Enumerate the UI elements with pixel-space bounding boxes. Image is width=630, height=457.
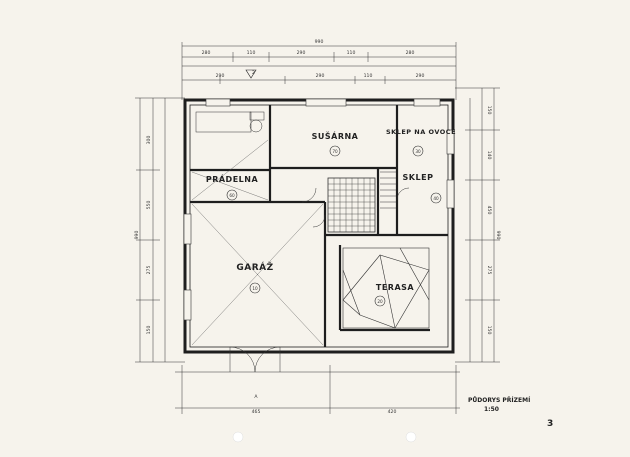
dim-top-5: 280 (406, 50, 415, 56)
left-dimension-lines (135, 97, 185, 363)
dim-right-5: 150 (486, 326, 492, 335)
top-dimension-lines (181, 42, 457, 100)
section-marker-label: A (254, 394, 258, 400)
room-label-susarna: SUŠÁRNA (312, 130, 359, 141)
dim-left-1: 300 (146, 136, 152, 145)
dim-top-total: 990 (315, 39, 324, 45)
dim-top2-4: 290 (416, 73, 425, 79)
dim-right-3: 450 (486, 206, 492, 215)
sheet-number: 3 (547, 419, 553, 429)
drawing-title: PŮDORYS PŘÍZEMÍ (468, 396, 531, 404)
room-number-circles (226, 145, 442, 307)
room-number-garaz: 10 (252, 286, 258, 291)
dim-right-1: 150 (486, 106, 492, 115)
dim-left-2: 550 (146, 201, 152, 210)
dim-right-total: 990 (495, 231, 501, 240)
dim-bottom-1: 465 (252, 409, 261, 415)
dim-right-4: 275 (486, 266, 492, 275)
right-dimension-lines (455, 87, 500, 363)
north-marker-label: 2 (252, 70, 255, 76)
punch-hole-left (232, 431, 244, 443)
dim-left-total: 990 (134, 231, 140, 240)
room-number-susarna: 70 (332, 149, 338, 154)
room-label-garaz: GARÁŽ (236, 261, 273, 273)
drawing-scale: 1:50 (484, 406, 499, 413)
outside-stairs (380, 171, 396, 209)
garage-diagonals (191, 203, 324, 346)
room-number-pradelna: 60 (229, 193, 235, 198)
room-number-terasa: 20 (377, 299, 383, 304)
room-label-sklep: SKLEP (403, 173, 434, 182)
doors (229, 187, 410, 373)
punch-hole-right (405, 431, 417, 443)
room-number-sklep-na-ovoce: 30 (415, 149, 421, 154)
room-number-sklep: 40 (433, 196, 439, 201)
interior-walls (190, 105, 448, 347)
laundry-fixtures (195, 111, 265, 133)
dim-top2-1: 290 (216, 73, 225, 79)
dim-top-1: 280 (202, 50, 211, 56)
windows (183, 98, 455, 321)
dim-top-4: 110 (347, 50, 356, 56)
dim-left-3: 275 (146, 266, 152, 275)
dim-top-2: 110 (247, 50, 256, 56)
dim-top2-2: 290 (316, 73, 325, 79)
dim-top2-3: 110 (364, 73, 373, 79)
dim-left-4: 150 (146, 326, 152, 335)
room-label-pradelna: PRÁDELNA (206, 173, 259, 184)
dim-bottom-2: 420 (388, 409, 397, 415)
dim-right-2: 140 (486, 151, 492, 160)
bottom-dimension-lines (175, 365, 460, 414)
stair-hatching (327, 177, 376, 233)
terrace-paving (342, 247, 430, 329)
laundry-diagonals (191, 139, 269, 201)
room-label-terasa: TERASA (376, 283, 415, 292)
dim-top-3: 290 (297, 50, 306, 56)
north-marker-icon (245, 69, 257, 79)
room-label-sklep-na-ovoce: SKLEP NA OVOCE (386, 128, 456, 136)
